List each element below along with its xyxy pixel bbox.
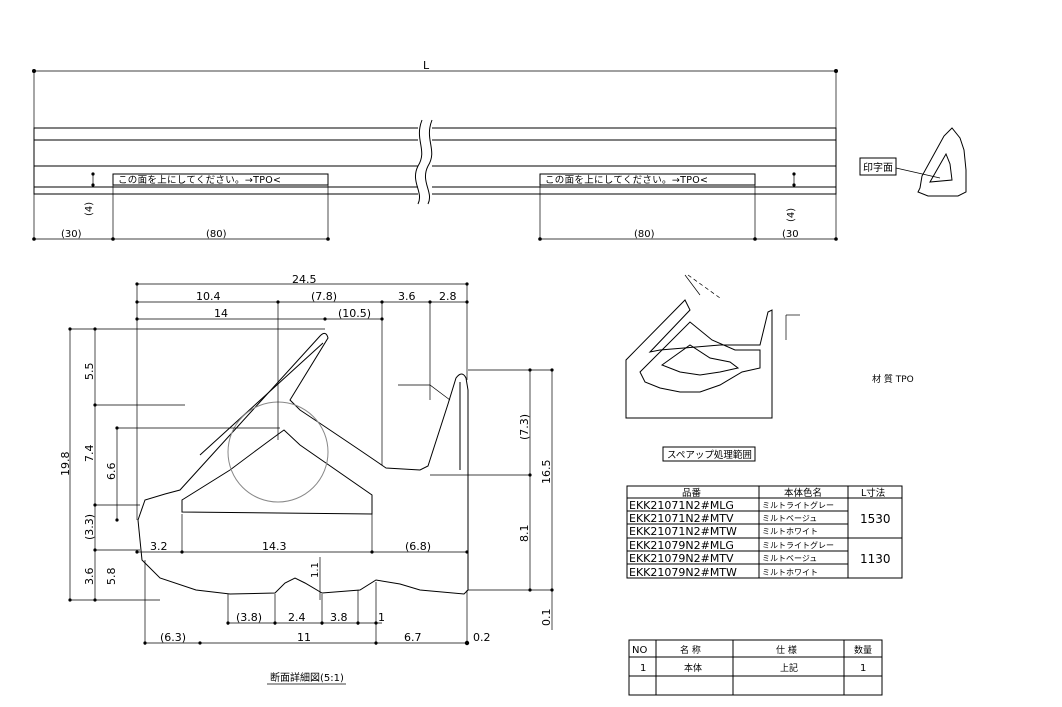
dim-10-4: 10.4 xyxy=(196,290,221,303)
dim-0-1: 0.1 xyxy=(540,609,553,627)
dim-5-8: 5.8 xyxy=(105,568,118,586)
variant-part: EKK21079N2#MTV xyxy=(629,552,734,565)
dim-8-1: 8.1 xyxy=(518,525,531,543)
break-symbol xyxy=(414,119,433,205)
length-label: L xyxy=(423,59,430,72)
parts-table: NO 名 称 仕 様 数量 1 本体 上記 1 xyxy=(628,639,883,696)
variant-part: EKK21071N2#MTW xyxy=(629,525,737,538)
variant-color: ミルトベージュ xyxy=(762,514,817,523)
dim-5-5: 5.5 xyxy=(83,363,96,381)
parts-header-qty: 数量 xyxy=(854,644,872,656)
variants-header-color: 本体色名 xyxy=(784,487,822,499)
dim-2-8: 2.8 xyxy=(439,290,457,303)
dim-24-5: 24.5 xyxy=(292,273,317,286)
dim-right-4: (4) xyxy=(786,208,797,222)
strip-body xyxy=(33,127,837,195)
variant-part: EKK21079N2#MLG xyxy=(629,539,734,552)
dim-11: 11 xyxy=(297,631,311,644)
variant-color: ミルトホワイト xyxy=(762,568,818,577)
parts-header-spec: 仕 様 xyxy=(776,644,797,656)
print-face-profile: 印字面 xyxy=(859,127,967,197)
dim-0-2: 0.2 xyxy=(473,631,491,644)
dim-left-4: (4) xyxy=(84,202,95,216)
marking-left: この面を上にしてください。→TPO< xyxy=(112,173,329,186)
dim-3-3: (3.3) xyxy=(83,514,96,540)
top-view: L この面を上にしてください。→TPO< この面を上にしてください。→TPO< … xyxy=(32,59,838,241)
variant-color: ミルトホワイト xyxy=(762,527,818,536)
dim-left-80: (80) xyxy=(206,229,227,240)
marking-text-right: この面を上にしてください。→TPO< xyxy=(545,175,708,186)
dim-3-6-left: 3.6 xyxy=(83,568,96,586)
marking-right: この面を上にしてください。→TPO< xyxy=(539,173,756,186)
print-face-label: 印字面 xyxy=(863,161,893,174)
variant-color: ミルトベージュ xyxy=(762,554,817,563)
dim-7-3: (7.3) xyxy=(518,414,531,440)
dim-7-8: (7.8) xyxy=(311,290,337,303)
dim-3-8-right: 3.8 xyxy=(330,611,348,624)
dim-1: 1 xyxy=(378,611,385,624)
material-note: 材 質 TPO xyxy=(872,373,914,385)
parts-qty: 1 xyxy=(860,663,866,674)
parts-header-no: NO xyxy=(632,645,647,656)
dim-16-5: 16.5 xyxy=(540,460,553,485)
dim-6-8: (6.8) xyxy=(405,540,431,553)
variant-length: 1130 xyxy=(860,552,891,566)
dim-1-1: 1.1 xyxy=(310,562,321,578)
dim-left-30: (30) xyxy=(61,229,82,240)
dim-2-4: 2.4 xyxy=(288,611,306,624)
dim-14-3: 14.3 xyxy=(262,540,287,553)
dim-7-4: 7.4 xyxy=(83,445,96,463)
variant-part: EKK21071N2#MTV xyxy=(629,512,734,525)
section-detail: 24.5 10.4 (7.8) 3.6 2.8 14 (10.5) 19.8 5… xyxy=(59,273,554,685)
dim-3-6-top: 3.6 xyxy=(398,290,416,303)
parts-spec: 上記 xyxy=(780,662,798,674)
variants-table: 品番 本体色名 L寸法 EKK21071N2#MLG ミルトライトグレー EKK… xyxy=(626,485,903,579)
dim-right-30: (30 xyxy=(782,229,799,240)
variant-length: 1530 xyxy=(860,512,891,526)
parts-no: 1 xyxy=(640,663,646,674)
dim-6-3: (6.3) xyxy=(160,631,186,644)
parts-header-name: 名 称 xyxy=(680,644,701,656)
dim-right-80: (80) xyxy=(634,229,655,240)
section-caption: 断面詳細図(5:1) xyxy=(270,671,344,684)
dim-3-2: 3.2 xyxy=(150,540,168,553)
parts-name: 本体 xyxy=(684,662,702,674)
dim-6-7: 6.7 xyxy=(404,631,422,644)
variant-color: ミルトライトグレー xyxy=(762,500,834,510)
variant-color: ミルトライトグレー xyxy=(762,540,834,550)
dim-19-8: 19.8 xyxy=(59,452,72,477)
spray-up-view: スペアップ処理範囲 xyxy=(625,274,800,462)
dim-10-5: (10.5) xyxy=(338,307,371,320)
dim-6-6: 6.6 xyxy=(105,463,118,481)
marking-text-left: この面を上にしてください。→TPO< xyxy=(118,175,281,186)
variant-part: EKK21071N2#MLG xyxy=(629,499,734,512)
dim-14: 14 xyxy=(214,307,228,320)
variants-header-part: 品番 xyxy=(682,487,702,499)
variant-part: EKK21079N2#MTW xyxy=(629,566,737,579)
spray-caption: スペアップ処理範囲 xyxy=(667,449,752,461)
variants-header-length: L寸法 xyxy=(861,487,885,499)
dim-3-8-left: (3.8) xyxy=(236,611,262,624)
